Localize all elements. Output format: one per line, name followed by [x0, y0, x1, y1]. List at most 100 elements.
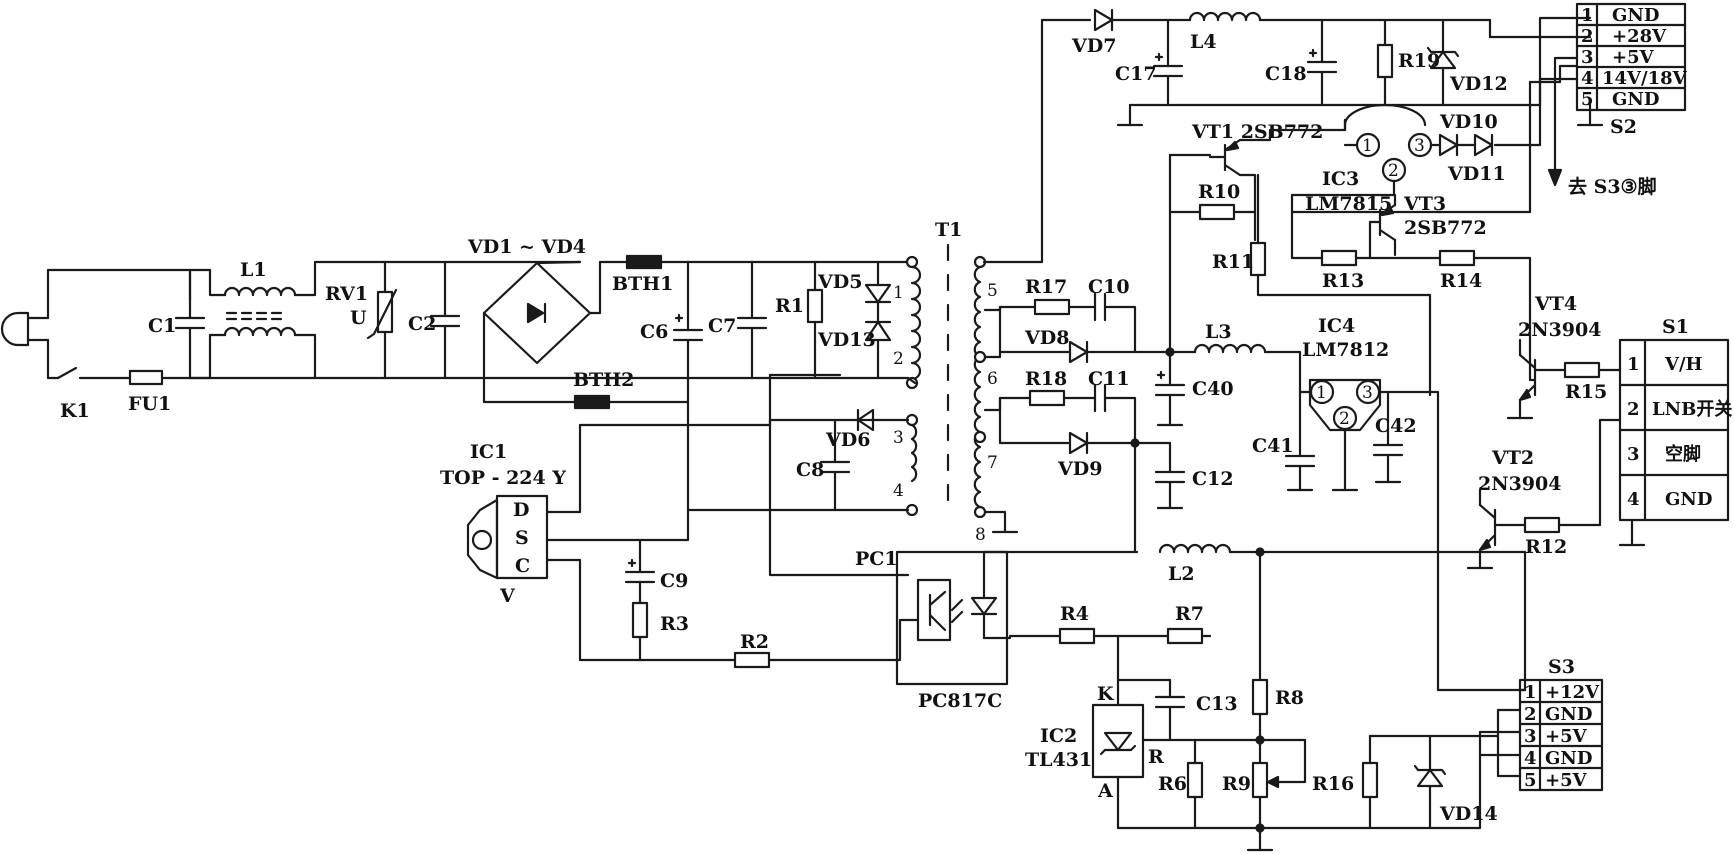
s2-pin-5: 5 [1581, 89, 1594, 110]
label-lm7812: LM7812 [1302, 339, 1389, 361]
wire [982, 634, 1062, 640]
label-c2: C2 [408, 313, 436, 335]
s1-pin-3: 3 [1627, 444, 1640, 465]
label-tp3: 3 [893, 428, 904, 448]
label-r7: R7 [1175, 603, 1204, 625]
wire [188, 333, 227, 380]
diode-vd7 [1093, 8, 1114, 32]
wire [983, 350, 1002, 359]
label-vd5: VD5 [817, 271, 862, 293]
s1-pin-2: 2 [1627, 399, 1640, 420]
s1-label-2: LNB开关 [1652, 398, 1732, 420]
label-goto-s3: 去 S3③脚 [1568, 175, 1657, 198]
capacitor-c7 [736, 260, 768, 380]
s1-label-4: GND [1665, 489, 1712, 510]
wire [983, 305, 1037, 312]
label-c1: C1 [148, 315, 176, 337]
ic4-pin-2: 2 [1339, 409, 1350, 429]
label-c41: C41 [1252, 435, 1294, 457]
zener-vd12 [1426, 18, 1460, 107]
resistor-r17 [1033, 298, 1071, 316]
label-r18: R18 [1025, 368, 1067, 390]
label-r10: R10 [1198, 181, 1240, 203]
s3-pin-3: 3 [1524, 726, 1537, 747]
label-r14: R14 [1440, 270, 1482, 292]
label-s3: S3 [1548, 656, 1575, 678]
s1-label-3: 空脚 [1665, 443, 1701, 465]
transistor-vt2 [1466, 488, 1497, 570]
label-tp2: 2 [893, 349, 904, 369]
inductor-l2 [1158, 543, 1232, 554]
tvs-vd5-vd13 [864, 260, 892, 380]
wire [982, 18, 1092, 264]
label-c40: C40 [1192, 378, 1234, 400]
wire [1493, 77, 1579, 147]
label-c11: C11 [1088, 368, 1130, 390]
label-pin-d: D [513, 499, 529, 521]
label-vd1-vd4: VD1 ~ VD4 [467, 236, 586, 258]
label-ic1: IC1 [470, 441, 507, 463]
diode-vd11 [1473, 133, 1494, 157]
capacitor-c2 [429, 260, 461, 380]
label-vd8: VD8 [1024, 327, 1069, 349]
label-r3: R3 [660, 613, 689, 635]
resistor-r4 [1058, 627, 1096, 645]
label-lm7815: LM7815 [1305, 193, 1392, 215]
s3-label-5: +5V [1545, 770, 1588, 791]
s1-pin-1: 1 [1627, 354, 1640, 375]
s3-pin-1: 1 [1524, 682, 1537, 703]
ic3-pin-1: 1 [1362, 136, 1373, 156]
label-c6: C6 [640, 321, 668, 343]
wire [1290, 64, 1579, 214]
label-r2: R2 [740, 631, 769, 653]
s3-pin-5: 5 [1524, 770, 1537, 791]
wire [1496, 708, 1522, 738]
label-r13: R13 [1322, 270, 1364, 292]
bridge-rectifier-vd1-vd4 [482, 261, 592, 365]
label-r16: R16 [1312, 773, 1354, 795]
label-tp1: 1 [893, 283, 904, 303]
label-u: U [350, 307, 367, 329]
mains-plug [0, 311, 50, 347]
transistor-vt1 [1208, 138, 1242, 177]
label-pc817c: PC817C [918, 690, 1002, 712]
s2-label-1: GND [1612, 5, 1659, 26]
label-r15: R15 [1565, 381, 1607, 403]
wire [768, 418, 910, 577]
label-r: R [1148, 746, 1164, 768]
label-pin-s: S [515, 527, 529, 549]
label-c42: C42 [1375, 415, 1417, 437]
resistor-r16 [1361, 734, 1379, 830]
resistor-r2 [733, 651, 771, 669]
label-tl431: TL431 [1025, 749, 1092, 771]
s2-pin-1: 1 [1581, 5, 1594, 26]
resistor-r1 [806, 260, 824, 380]
label-c9: C9 [660, 570, 688, 592]
label-ic3: IC3 [1322, 168, 1359, 190]
label-r12: R12 [1525, 536, 1567, 558]
capacitor-c9 [624, 538, 656, 605]
wire [46, 338, 60, 380]
wire [1472, 256, 1537, 382]
resistor-r15 [1563, 361, 1601, 379]
varistor-rv1 [366, 260, 398, 380]
wire [1553, 56, 1579, 177]
diode-vd8 [1068, 340, 1089, 364]
label-tp7: 7 [987, 453, 998, 473]
resistor-r7 [1166, 627, 1204, 645]
label-vt4: VT4 [1534, 293, 1577, 315]
label-vd12: VD12 [1449, 73, 1508, 95]
wire [983, 510, 1007, 534]
label-l4: L4 [1190, 31, 1217, 53]
label-pin-c: C [515, 555, 530, 577]
resistor-r18 [1028, 389, 1066, 407]
wire [1116, 775, 1472, 830]
thermistor-bth2 [573, 394, 611, 410]
label-c13: C13 [1196, 693, 1238, 715]
resistor-r14 [1438, 249, 1476, 267]
zener-vd14 [1413, 734, 1447, 830]
capacitor-c40 [1154, 350, 1186, 427]
capacitor-c1 [174, 268, 206, 380]
wire [983, 396, 1032, 412]
